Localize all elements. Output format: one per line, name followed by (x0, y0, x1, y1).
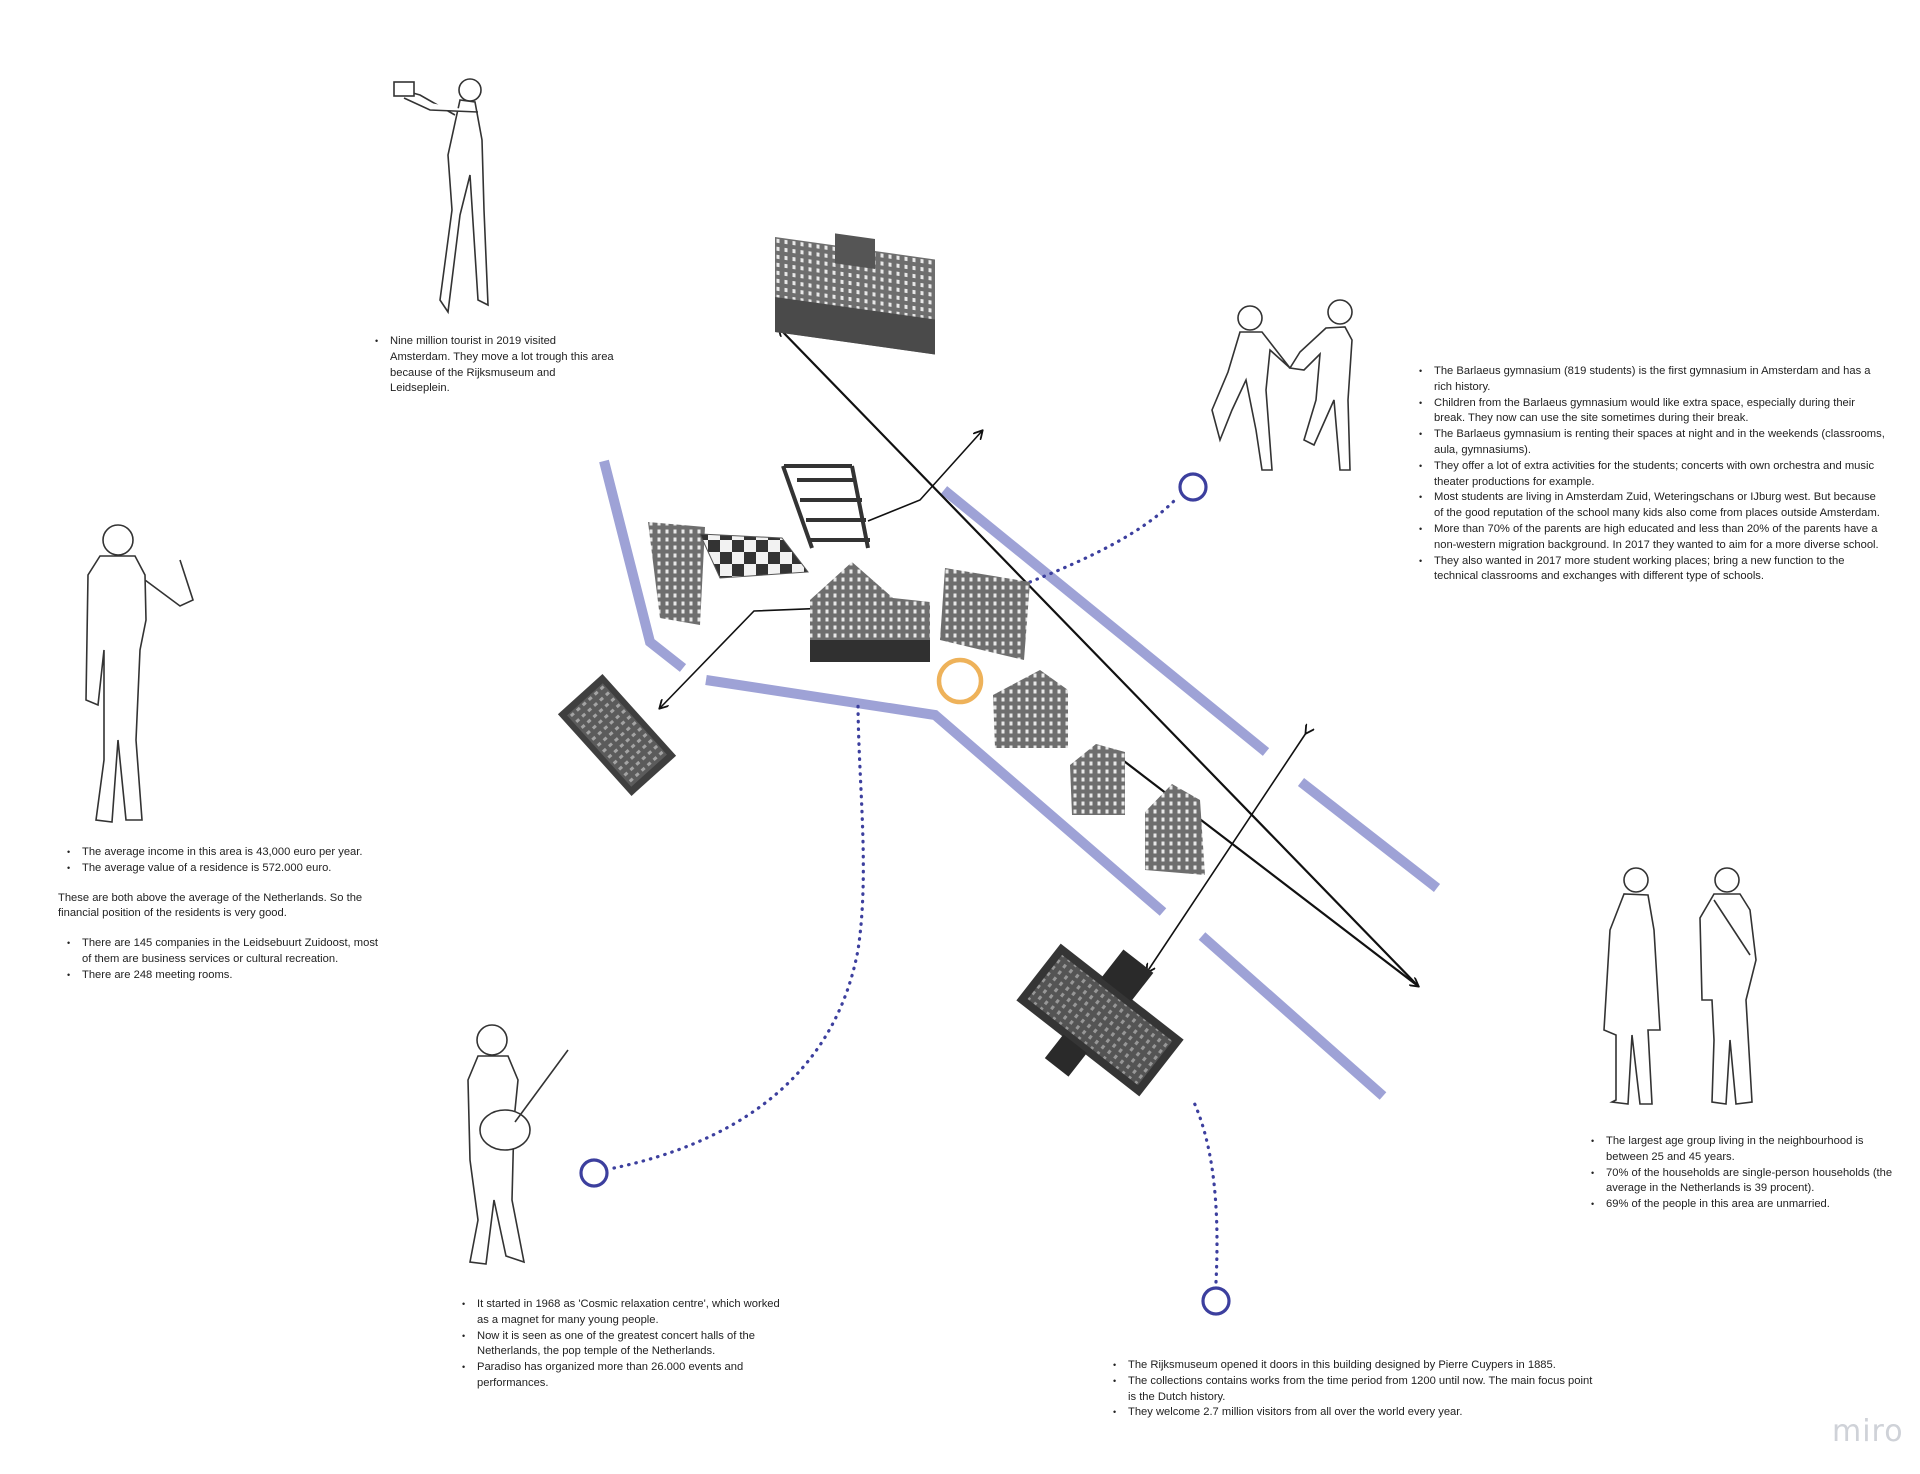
photo-villa-2 (1145, 784, 1205, 875)
photo-leidseplein-square (648, 522, 809, 625)
note-item: They also wanted in 2017 more student wo… (1419, 554, 1885, 586)
person-children-running (1211, 299, 1353, 471)
note-item: Paradiso has organized more than 26.000 … (462, 1360, 783, 1392)
note-item: The average value of a residence is 572.… (67, 861, 388, 877)
note-item: 70% of the households are single-person … (1591, 1166, 1894, 1198)
connector-rijksmuseum (1190, 1096, 1219, 1284)
note-item: Most students are living in Amsterdam Zu… (1419, 490, 1885, 522)
person-man-phone (85, 524, 194, 823)
note-item: There are 145 companies in the Leidsebuu… (67, 936, 388, 968)
route-arrow-double-a (1147, 733, 1306, 972)
miro-logo: miro (1832, 1414, 1904, 1449)
canal-east-lower (1297, 778, 1441, 892)
note-item: The average income in this area is 43,00… (67, 845, 388, 861)
note-item: The Barlaeus gymnasium (819 students) is… (1419, 364, 1885, 396)
photo-building-tower (993, 670, 1068, 748)
person-guitarist (467, 1024, 569, 1265)
photo-leidseplein (775, 233, 935, 355)
note-item: Nine million tourist in 2019 visited Ams… (375, 334, 616, 397)
canal-east-upper (940, 486, 1270, 756)
photo-barlaeus-building (810, 562, 930, 662)
note-item: Children from the Barlaeus gymnasium wou… (1419, 396, 1885, 428)
marker-paradiso[interactable] (579, 1158, 609, 1188)
income-paragraph: These are both above the average of the … (58, 891, 363, 920)
note-paradiso: It started in 1968 as 'Cosmic relaxation… (453, 1297, 783, 1392)
note-item: It started in 1968 as 'Cosmic relaxation… (462, 1297, 783, 1329)
note-item: The collections contains works from the … (1113, 1374, 1594, 1406)
dotted-connectors (612, 498, 1219, 1284)
person-couple (1603, 867, 1757, 1105)
person-tourist-photographer (393, 78, 489, 315)
canal-south (705, 675, 1167, 916)
photo-paradiso (557, 674, 677, 796)
photo-fence (781, 464, 870, 549)
photo-villa-1 (1070, 744, 1125, 815)
site-location-circle[interactable] (936, 657, 984, 705)
note-tourists: Nine million tourist in 2019 visited Ams… (366, 334, 616, 397)
note-item: The Barlaeus gymnasium is renting their … (1419, 427, 1885, 459)
note-item: The Rijksmuseum opened it doors in this … (1113, 1358, 1594, 1374)
note-item: The largest age group living in the neig… (1591, 1134, 1894, 1166)
note-item: 69% of the people in this area are unmar… (1591, 1197, 1894, 1213)
note-item: Now it is seen as one of the greatest co… (462, 1329, 783, 1361)
marker-barlaeus[interactable] (1178, 472, 1208, 502)
note-barlaeus: The Barlaeus gymnasium (819 students) is… (1410, 364, 1885, 585)
canal-west (599, 459, 687, 672)
canal-southeast (1198, 932, 1387, 1100)
route-arrow-northeast (867, 431, 982, 522)
note-item: They offer a lot of extra activities for… (1419, 459, 1885, 491)
note-rijksmuseum: The Rijksmuseum opened it doors in this … (1104, 1358, 1594, 1421)
note-item: They welcome 2.7 million visitors from a… (1113, 1405, 1594, 1421)
connector-paradiso (612, 698, 865, 1170)
note-income: The average income in this area is 43,00… (58, 845, 388, 984)
note-age-group: The largest age group living in the neig… (1582, 1134, 1894, 1213)
marker-rijksmuseum[interactable] (1201, 1286, 1231, 1316)
connector-barlaeus (1028, 498, 1177, 584)
photo-rijksmuseum (1016, 943, 1184, 1097)
photo-building-east (940, 568, 1030, 660)
note-item: There are 248 meeting rooms. (67, 968, 388, 984)
note-item: More than 70% of the parents are high ed… (1419, 522, 1885, 554)
